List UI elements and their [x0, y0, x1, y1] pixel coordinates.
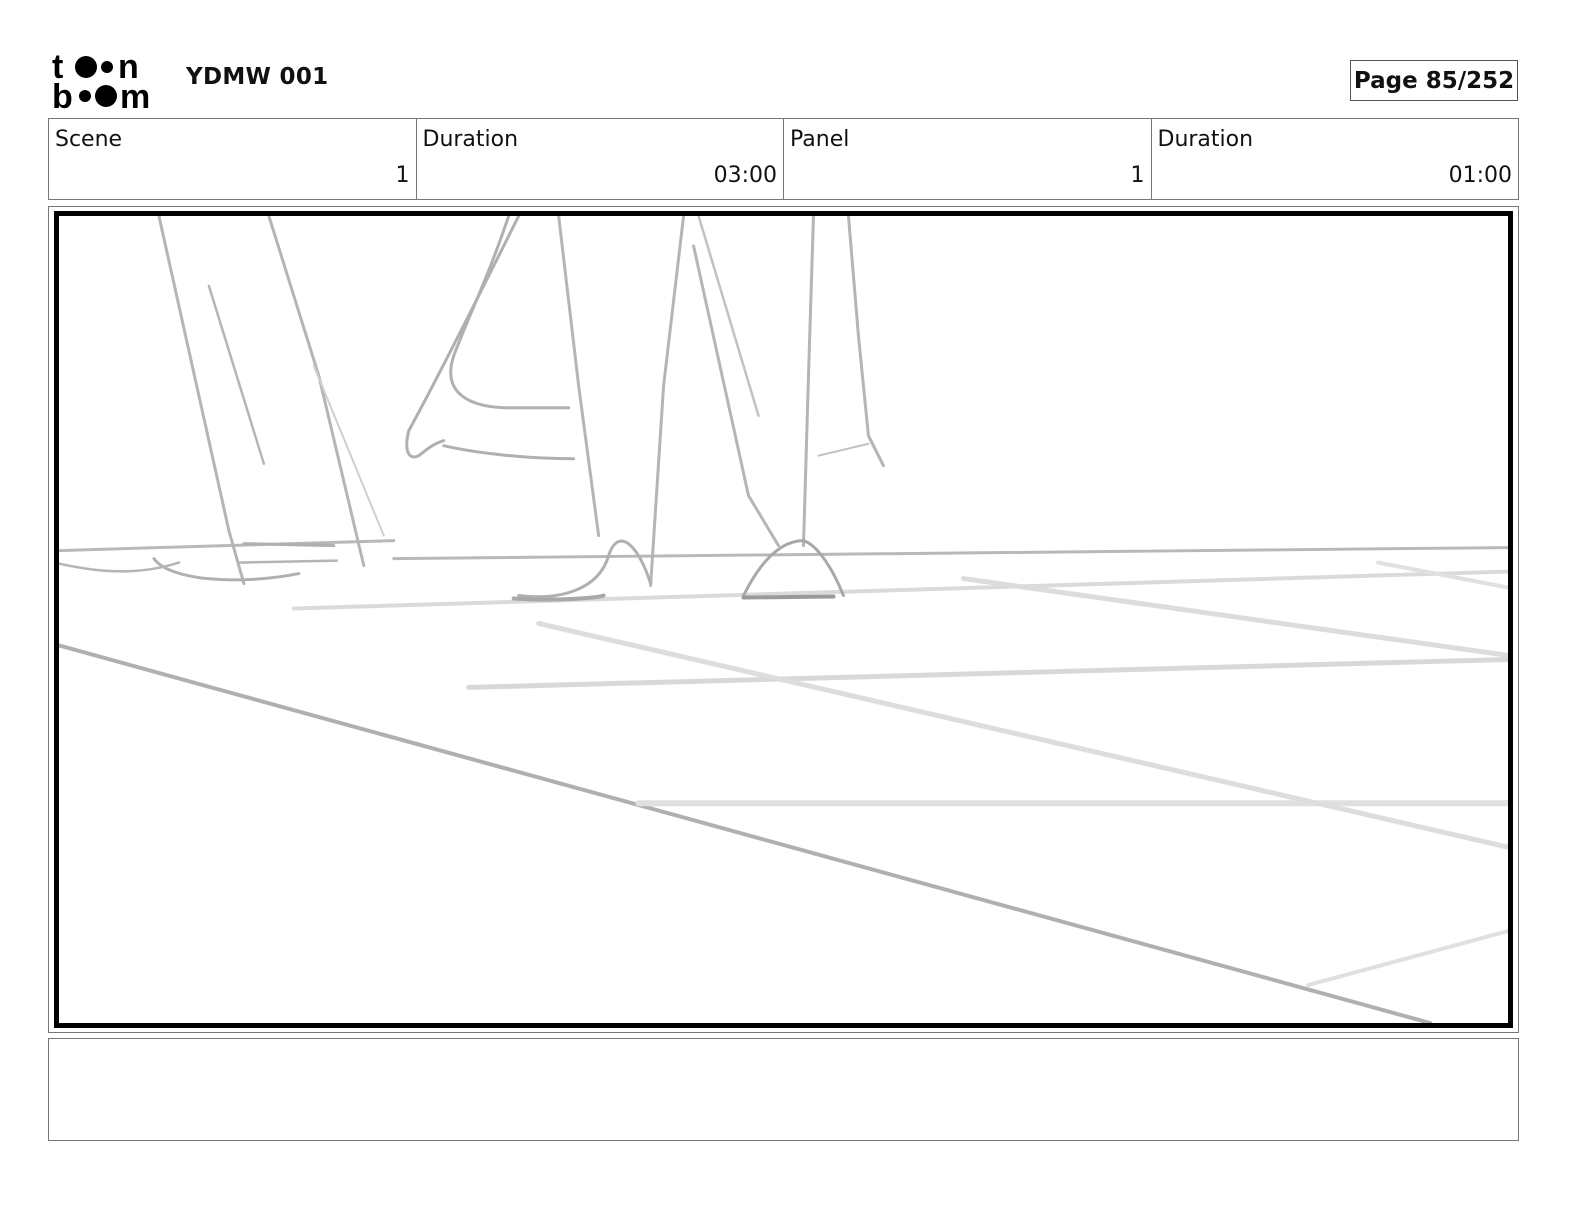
svg-text:n: n [118, 48, 139, 86]
panel-notes-box [48, 1038, 1519, 1141]
storyboard-drawing [54, 211, 1513, 1028]
sketch-drawing [59, 216, 1508, 1023]
floor-edge-line [59, 643, 1433, 1023]
scene-info-table: Scene 1 Duration 03:00 Panel 1 Duration … [48, 118, 1519, 200]
scene-duration-value: 03:00 [713, 163, 777, 188]
scene-value: 1 [395, 163, 410, 188]
scene-duration-cell: Duration 03:00 [417, 119, 784, 199]
panel-cell: Panel 1 [784, 119, 1152, 199]
svg-text:b: b [52, 78, 73, 112]
project-title: YDMW 001 [186, 64, 329, 90]
scene-label: Scene [55, 127, 123, 152]
panel-duration-label: Duration [1157, 127, 1254, 152]
panel-label: Panel [790, 127, 850, 152]
scene-duration-label: Duration [422, 127, 519, 152]
scene-cell: Scene 1 [49, 119, 417, 199]
floor-horizon-line [59, 539, 396, 553]
panel-duration-cell: Duration 01:00 [1152, 119, 1519, 199]
storyboard-panel-frame [48, 206, 1519, 1033]
svg-text:m: m [120, 78, 150, 112]
page-indicator: Page 85/252 [1350, 60, 1518, 101]
page-label: Page [1353, 67, 1418, 94]
toon-boom-logo: t n b m [50, 48, 166, 116]
panel-duration-value: 01:00 [1448, 163, 1512, 188]
svg-text:t: t [52, 48, 63, 86]
panel-value: 1 [1130, 163, 1145, 188]
page-number: 85/252 [1425, 67, 1515, 94]
